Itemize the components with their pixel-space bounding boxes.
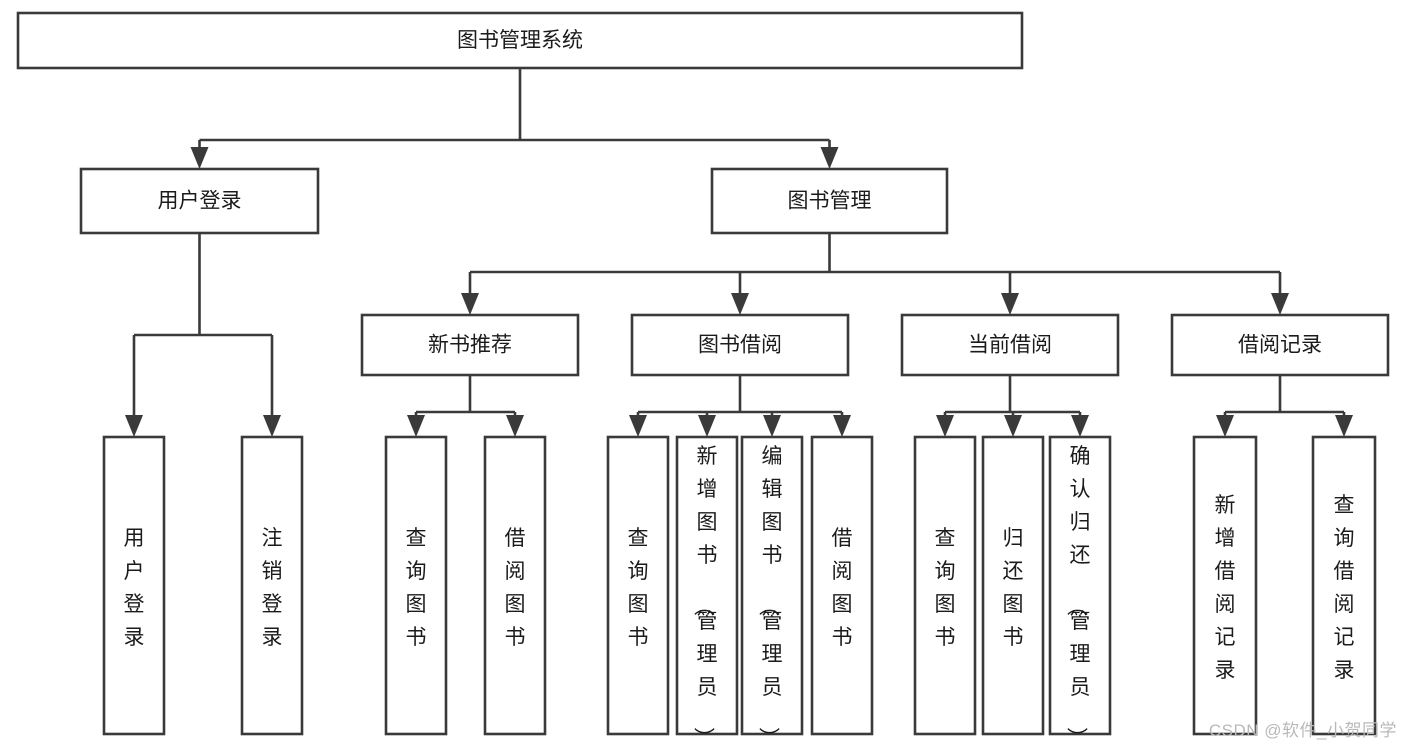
leaf-node-label-vertical: 注销登录: [262, 527, 283, 649]
root-node-label: 图书管理系统: [457, 29, 583, 52]
arrow-head-icon: [763, 415, 781, 437]
leaf-node-rect[interactable]: [606, 435, 670, 736]
leaf-node-rect[interactable]: [740, 435, 804, 736]
level3-node-label: 当前借阅: [968, 334, 1052, 357]
level2-node-rect[interactable]: [710, 167, 949, 235]
leaf-node-rect[interactable]: [102, 435, 166, 736]
leaf-node-4[interactable]: 借阅图书: [483, 435, 547, 736]
leaf-node-label-vertical: 编辑图书（管理员）: [757, 445, 783, 747]
leaf-node-12[interactable]: 新增借阅记录: [1192, 435, 1258, 736]
level3-node-rect[interactable]: [360, 313, 580, 377]
leaf-node-2[interactable]: 注销登录: [240, 435, 304, 736]
leaf-node-label-vertical: 确认归还（管理员）: [1065, 445, 1091, 747]
arrow-head-icon: [731, 293, 749, 315]
level3-node-rect[interactable]: [630, 313, 850, 377]
leaf-node-rect[interactable]: [913, 435, 977, 736]
arrow-head-icon: [190, 147, 209, 169]
leaf-node-8[interactable]: 借阅图书: [810, 435, 874, 736]
leaf-node-rect[interactable]: [675, 435, 739, 736]
level3-node-3[interactable]: 当前借阅: [900, 313, 1120, 377]
level3-node-2[interactable]: 图书借阅: [630, 313, 850, 377]
leaf-node-rect[interactable]: [981, 435, 1045, 736]
leaf-node-label-vertical: 借阅图书: [832, 527, 853, 649]
arrow-head-icon: [629, 415, 647, 437]
root-node-1[interactable]: 图书管理系统: [16, 11, 1024, 70]
arrow-head-icon: [833, 415, 851, 437]
leaf-node-11[interactable]: 确认归还（管理员）: [1048, 435, 1112, 747]
leaf-node-rect[interactable]: [810, 435, 874, 736]
arrow-head-icon: [1271, 293, 1289, 315]
leaf-node-label-vertical: 查询图书: [935, 527, 956, 649]
level2-node-2[interactable]: 图书管理: [710, 167, 949, 235]
leaf-node-label-vertical: 查询图书: [628, 527, 649, 649]
leaf-node-label-vertical: 归还图书: [1003, 527, 1024, 649]
leaf-node-5[interactable]: 查询图书: [606, 435, 670, 736]
level3-node-label: 图书借阅: [698, 334, 782, 357]
leaf-node-10[interactable]: 归还图书: [981, 435, 1045, 736]
arrow-head-icon: [936, 415, 954, 437]
leaf-node-1[interactable]: 用户登录: [102, 435, 166, 736]
leaf-node-rect[interactable]: [384, 435, 448, 736]
leaf-node-label-vertical: 查询借阅记录: [1334, 494, 1355, 682]
arrow-head-icon: [820, 147, 839, 169]
leaf-node-label-vertical: 新增借阅记录: [1215, 494, 1236, 682]
leaf-node-label-vertical: 借阅图书: [505, 527, 526, 649]
leaf-node-rect[interactable]: [240, 435, 304, 736]
leaf-node-13[interactable]: 查询借阅记录: [1311, 435, 1377, 736]
leaf-node-9[interactable]: 查询图书: [913, 435, 977, 736]
arrow-head-icon: [461, 293, 479, 315]
level2-node-1[interactable]: 用户登录: [79, 167, 320, 235]
level2-node-label: 用户登录: [158, 190, 242, 213]
leaf-node-3[interactable]: 查询图书: [384, 435, 448, 736]
level2-node-rect[interactable]: [79, 167, 320, 235]
leaf-node-rect[interactable]: [1048, 435, 1112, 736]
leaf-node-label-vertical: 查询图书: [406, 527, 427, 649]
leaf-node-rect[interactable]: [483, 435, 547, 736]
arrow-head-icon: [1335, 415, 1353, 437]
arrow-head-icon: [263, 415, 281, 437]
arrow-head-icon: [1001, 293, 1019, 315]
leaf-node-label-vertical: 新增图书（管理员）: [692, 445, 718, 747]
csdn-watermark: CSDN @软件_小贺同学: [1208, 721, 1397, 740]
arrow-head-icon: [407, 415, 425, 437]
level3-node-rect[interactable]: [1170, 313, 1390, 377]
level3-node-4[interactable]: 借阅记录: [1170, 313, 1390, 377]
arrow-head-icon: [125, 415, 143, 437]
node-boxes: 图书管理系统用户登录图书管理新书推荐图书借阅当前借阅借阅记录用户登录注销登录查询…: [16, 11, 1390, 747]
arrow-head-icon: [1004, 415, 1022, 437]
leaf-node-7[interactable]: 编辑图书（管理员）: [740, 435, 804, 747]
level2-node-label: 图书管理: [788, 190, 872, 213]
connector-lines: [125, 68, 1353, 437]
level3-node-1[interactable]: 新书推荐: [360, 313, 580, 377]
arrow-head-icon: [506, 415, 524, 437]
level3-node-label: 新书推荐: [428, 334, 512, 357]
level3-node-label: 借阅记录: [1238, 334, 1322, 357]
leaf-node-rect[interactable]: [1192, 435, 1258, 736]
arrow-head-icon: [1071, 415, 1089, 437]
leaf-node-label-vertical: 用户登录: [124, 527, 145, 649]
leaf-node-rect[interactable]: [1311, 435, 1377, 736]
arrow-head-icon: [1216, 415, 1234, 437]
root-node-rect[interactable]: [16, 11, 1024, 70]
level3-node-rect[interactable]: [900, 313, 1120, 377]
arrow-head-icon: [698, 415, 716, 437]
leaf-node-6[interactable]: 新增图书（管理员）: [675, 435, 739, 747]
